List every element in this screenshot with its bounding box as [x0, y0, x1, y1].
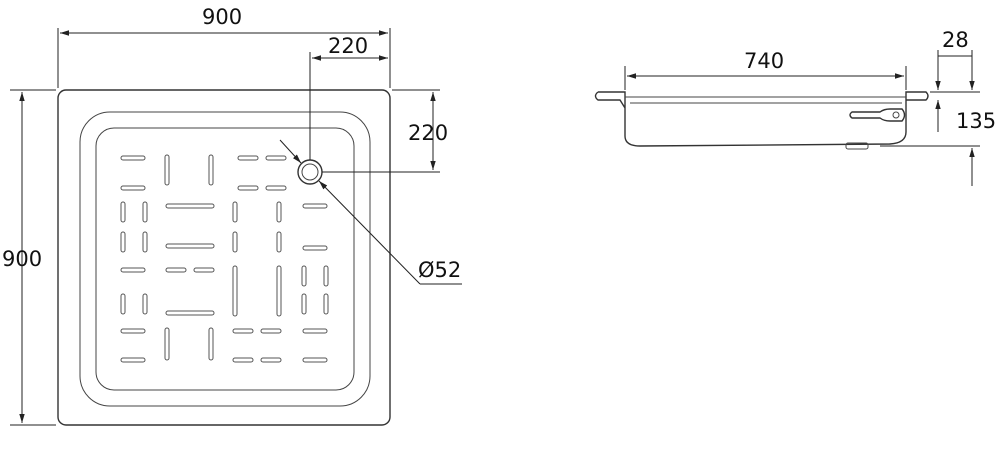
rim-dimension: 28 [937, 28, 973, 90]
drain-stub [845, 142, 869, 150]
drain-offset-x-label: 220 [328, 34, 368, 58]
length-dimension-label: 740 [744, 49, 784, 73]
drain-offset-x-dimension: 220 [309, 34, 388, 160]
height-dimension: 900 [2, 89, 56, 426]
drain-diameter-leader: Ø52 [279, 139, 462, 285]
tray-basin [95, 127, 355, 391]
side-view: 740 28 135 [594, 28, 996, 186]
width-dimension-label: 900 [202, 5, 242, 29]
width-dimension: 900 [57, 5, 391, 88]
rim-dimension-label: 28 [942, 28, 969, 52]
side-height-dimension: 135 [880, 62, 996, 186]
drain-offset-y-dimension: 220 [322, 89, 448, 173]
drain-offset-y-label: 220 [408, 121, 448, 145]
tray-outer-edge [57, 89, 391, 426]
length-dimension: 740 [624, 49, 907, 90]
top-view: 900 900 220 220 Ø52 [2, 5, 462, 426]
side-height-dimension-label: 135 [956, 109, 996, 133]
anti-slip-pattern [120, 154, 329, 363]
tray-side-profile [594, 91, 929, 147]
drain-diameter-label: Ø52 [418, 258, 461, 282]
drain-icon [297, 159, 323, 185]
tray-rim-inner [79, 111, 371, 407]
height-dimension-label: 900 [2, 247, 42, 271]
overflow-detail-icon [849, 108, 906, 122]
